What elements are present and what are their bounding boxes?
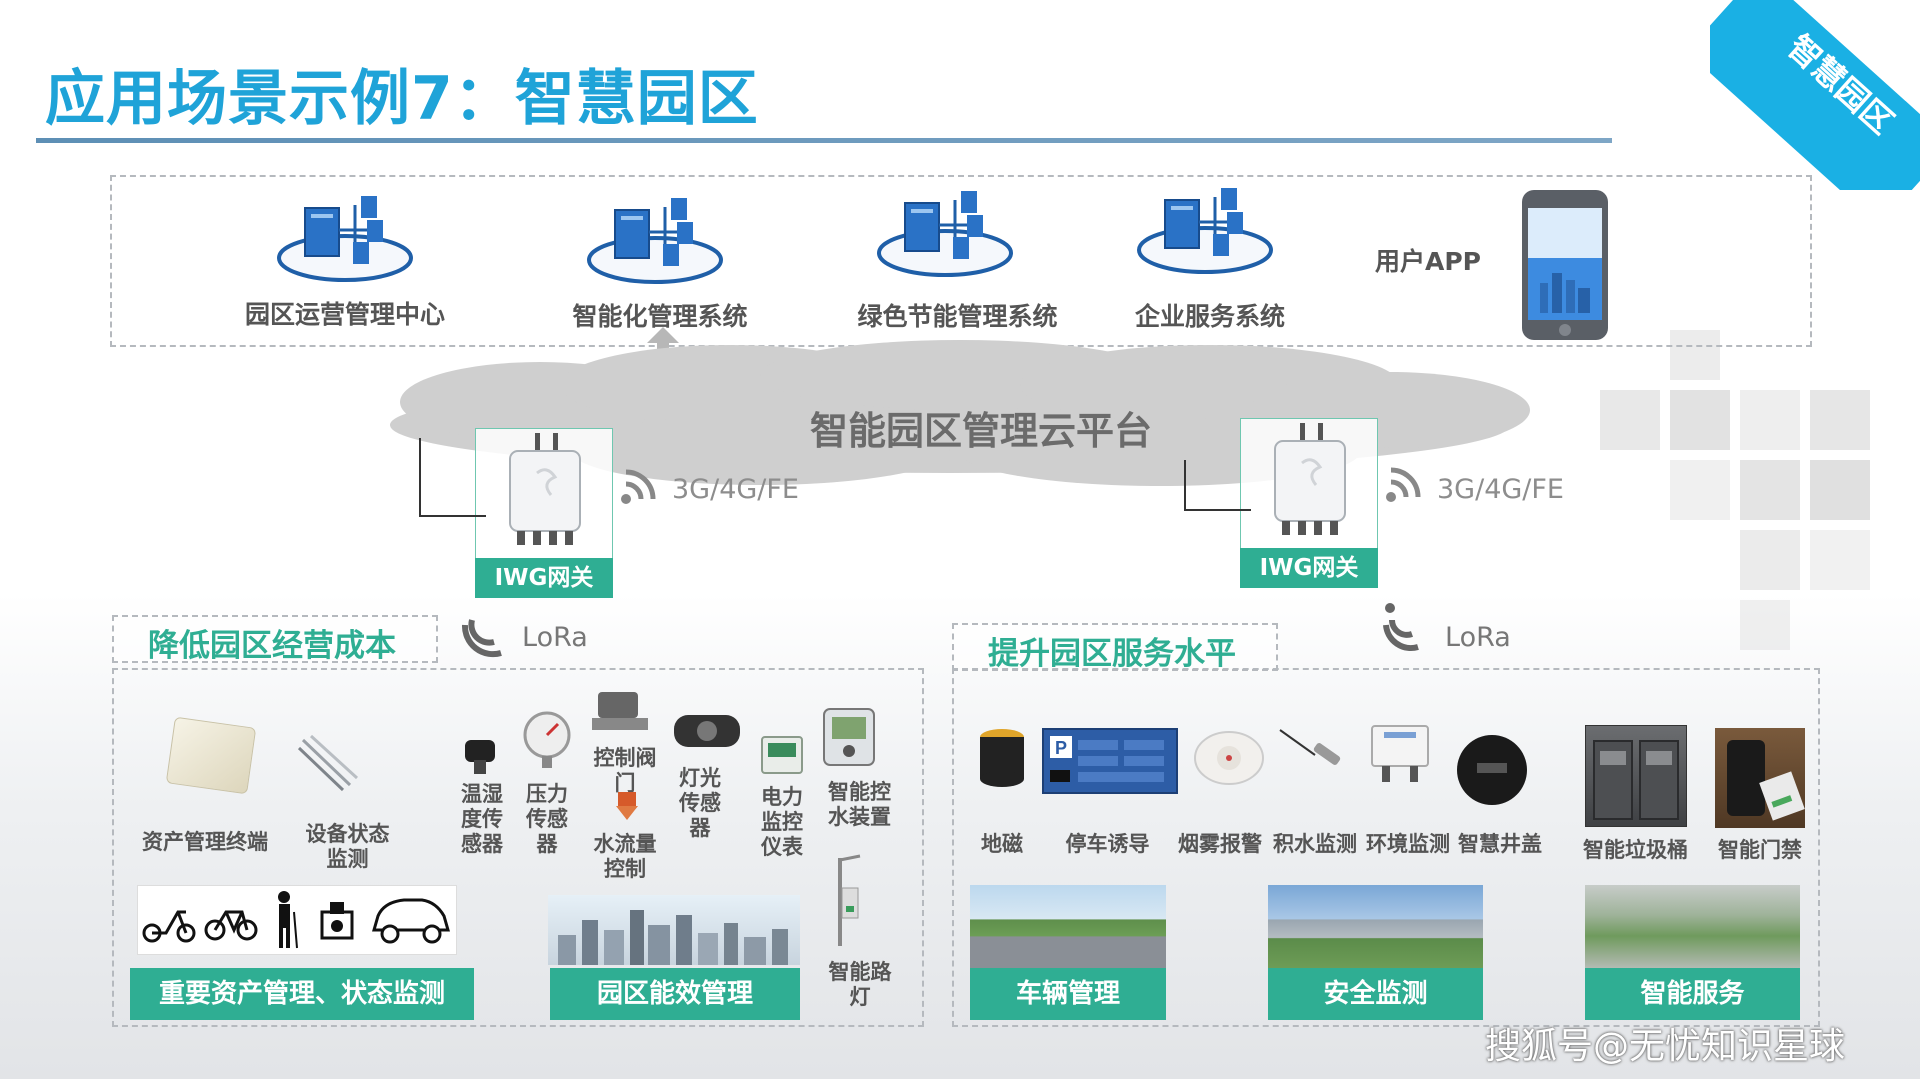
system-label: 园区运营管理中心 xyxy=(244,300,445,329)
right-banner-security-monitoring: 安全监测 xyxy=(1268,968,1483,1020)
system-label: 绿色节能管理系统 xyxy=(857,302,1058,331)
skyline-icon xyxy=(558,910,788,965)
device-label: 压力传感器 xyxy=(526,782,568,856)
device-label: 积水监测 xyxy=(1273,832,1357,856)
right-section-title-box xyxy=(952,623,1278,671)
left-section-panel xyxy=(112,668,924,1027)
pressure-gauge-icon xyxy=(523,711,571,768)
lora-signal-icon xyxy=(461,619,502,658)
city-skyline-image xyxy=(548,895,800,965)
bg-squares xyxy=(1600,330,1920,690)
device-label: 设备状态监测 xyxy=(305,822,390,871)
system-item-green-energy: 绿色节能管理系统 xyxy=(835,180,1080,331)
gateway-uplink-label: 3G/4G/FE xyxy=(672,474,799,505)
device-label: 停车诱导 xyxy=(1065,832,1150,856)
electric-scooter-icon xyxy=(142,910,196,943)
smartphone-icon xyxy=(1522,190,1608,340)
water-level-sensor-icon xyxy=(1279,729,1341,765)
gateway-link-line xyxy=(1184,460,1251,511)
device-label: 温湿度传感器 xyxy=(461,782,503,856)
system-item-enterprise: 企业服务系统 xyxy=(1100,180,1320,331)
device-label: 智慧井盖 xyxy=(1458,832,1542,856)
smart-manhole-icon xyxy=(1457,735,1527,805)
car-icon xyxy=(372,898,450,944)
corner-tag: 智慧园区 xyxy=(1710,0,1920,190)
left-section-title: 降低园区经营成本 xyxy=(148,628,396,664)
smart-trash-bin-image xyxy=(1585,725,1687,827)
device-label: 智能控水装置 xyxy=(828,780,891,829)
smart-streetlight-icon xyxy=(838,854,861,946)
left-banner-energy-management: 园区能效管理 xyxy=(550,968,800,1020)
title-underline xyxy=(36,138,1612,143)
gateway-label: IWG网关 xyxy=(1240,548,1378,588)
right-banner-smart-service: 智能服务 xyxy=(1585,968,1800,1020)
wifi-signal-icon xyxy=(1386,467,1421,502)
asset-icon-strip xyxy=(137,885,457,955)
right-section-title: 提升园区服务水平 xyxy=(988,636,1236,672)
svg-text:P: P xyxy=(1055,738,1067,758)
cloud-platform-label: 智能园区管理云平台 xyxy=(810,409,1153,453)
environment-monitor-icon xyxy=(1371,725,1429,782)
asset-terminal-image xyxy=(165,716,257,795)
system-item-operations: 园区运营管理中心 xyxy=(225,180,465,330)
parking-sign-icon: P xyxy=(1050,736,1164,782)
device-label: 智能路灯 xyxy=(828,960,892,1009)
bicycle-icon xyxy=(204,910,258,941)
security-monitoring-image xyxy=(1268,885,1483,970)
machine-icon xyxy=(320,902,354,940)
device-label: 智能垃圾桶 xyxy=(1583,838,1688,862)
gateway-device-icon xyxy=(509,433,581,545)
vehicle-management-image xyxy=(970,885,1166,970)
power-meter-icon xyxy=(761,736,803,774)
cloud-shape xyxy=(390,340,1530,486)
smart-service-image xyxy=(1585,885,1800,970)
device-label: 环境监测 xyxy=(1366,832,1450,856)
right-section-panel xyxy=(952,668,1820,1027)
device-label: 智能门禁 xyxy=(1718,838,1802,862)
page-title: 应用场景示例7：智慧园区 xyxy=(45,64,759,134)
server-network-icon xyxy=(877,191,1013,277)
trash-bin-icon xyxy=(1593,740,1679,820)
left-banner-asset-management: 重要资产管理、状态监测 xyxy=(130,968,474,1020)
device-label: 资产管理终端 xyxy=(142,830,268,854)
access-control-image xyxy=(1715,728,1805,828)
gateway-downlink-label: LoRa xyxy=(522,622,588,653)
device-label: 灯光传感器 xyxy=(679,766,721,840)
light-sensor-icon xyxy=(674,715,740,747)
geomagnetic-sensor-icon xyxy=(980,729,1024,787)
left-section-title-box xyxy=(112,615,438,663)
water-control-device-icon xyxy=(823,708,875,766)
gateway-device-icon xyxy=(1274,423,1346,535)
gateway-downlink-label: LoRa xyxy=(1445,622,1511,653)
device-label: 水流量控制 xyxy=(593,832,657,881)
system-label: 智能化管理系统 xyxy=(572,302,748,331)
gateway-uplink-label: 3G/4G/FE xyxy=(1437,474,1564,505)
gateway-link-line xyxy=(419,438,486,517)
device-label: 控制阀门 xyxy=(593,746,657,795)
control-valve-icon xyxy=(592,692,648,730)
access-card-icon xyxy=(1727,740,1805,821)
server-network-icon xyxy=(277,196,413,282)
system-item-intelligent: 智能化管理系统 xyxy=(540,180,780,331)
server-network-icon xyxy=(1137,188,1273,274)
gateway-1: IWG网关 xyxy=(475,428,615,598)
device-label: 烟雾报警 xyxy=(1178,832,1262,856)
water-flow-icon xyxy=(616,792,638,820)
server-network-icon xyxy=(587,198,723,284)
smoke-detector-icon xyxy=(1194,731,1264,785)
gateway-2: IWG网关 xyxy=(1240,418,1380,588)
lora-signal-icon xyxy=(1383,603,1419,652)
elderly-person-icon xyxy=(278,891,298,949)
parking-guidance-board: P xyxy=(1042,728,1178,794)
user-app-label: 用户APP xyxy=(1375,247,1481,276)
probe-sensor-icon xyxy=(297,734,359,792)
device-label: 地磁 xyxy=(981,832,1023,856)
wifi-signal-icon xyxy=(621,469,656,504)
system-label: 企业服务系统 xyxy=(1134,302,1285,331)
right-banner-vehicle-management: 车辆管理 xyxy=(970,968,1166,1020)
humidity-sensor-icon xyxy=(465,740,495,774)
device-label: 电力监控仪表 xyxy=(761,785,803,859)
watermark: 搜狐号@无忧知识星球 xyxy=(1485,1026,1846,1067)
gateway-label: IWG网关 xyxy=(475,558,613,598)
